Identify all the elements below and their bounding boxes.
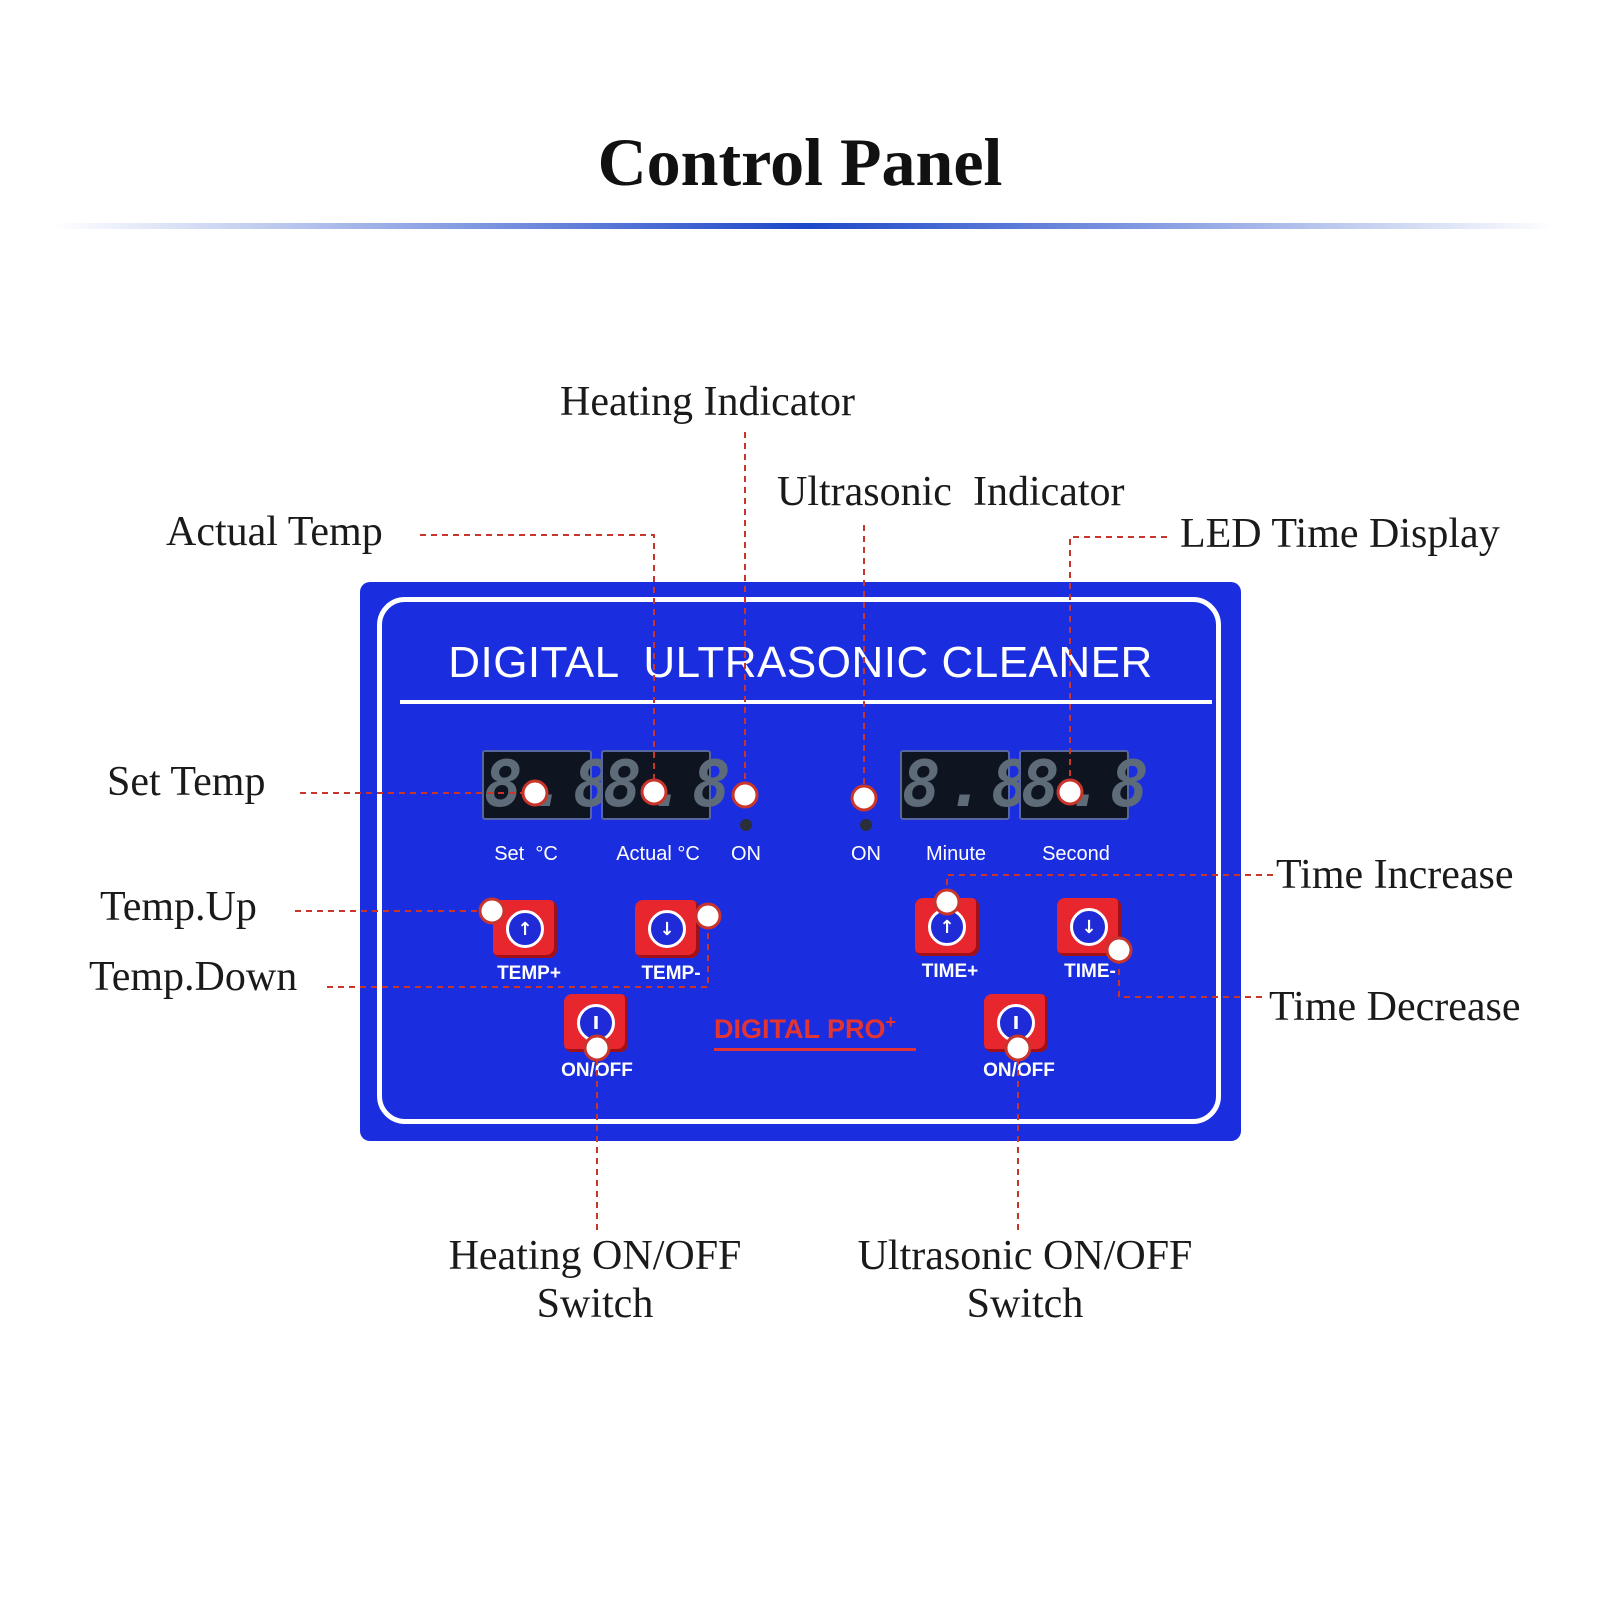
callout-heating-switch: Heating ON/OFF Switch bbox=[448, 1233, 742, 1328]
page-title: Control Panel bbox=[597, 124, 1003, 200]
minute-display: 8.8 bbox=[900, 748, 1036, 822]
second-display: 8.8 bbox=[1019, 748, 1155, 822]
time-up-label: TIME+ bbox=[921, 961, 979, 982]
actual-temp-display: 8.8 bbox=[601, 748, 737, 822]
arrow-up-icon: ↑ bbox=[928, 908, 966, 946]
callout-heating-indicator: Heating Indicator bbox=[560, 379, 856, 425]
callout-ultrasonic-indicator: Ultrasonic Indicator bbox=[777, 469, 1125, 515]
heating-on-label: ON bbox=[731, 843, 761, 865]
heating-onoff-label: ON/OFF bbox=[561, 1060, 633, 1081]
ultrasonic-indicator-led bbox=[860, 819, 872, 831]
set-temp-label: Set °C bbox=[494, 843, 558, 865]
callout-time-decrease: Time Decrease bbox=[1269, 984, 1521, 1030]
callout-temp-down: Temp.Down bbox=[89, 954, 298, 1000]
set-temp-display: 8.8 bbox=[482, 748, 618, 822]
arrow-down-icon: ↓ bbox=[648, 910, 686, 948]
heating-indicator-led bbox=[740, 819, 752, 831]
title-underline bbox=[55, 223, 1555, 229]
power-icon: I bbox=[577, 1004, 615, 1042]
callout-actual-temp: Actual Temp bbox=[166, 509, 383, 555]
arrow-up-icon: ↑ bbox=[506, 910, 544, 948]
callout-time-increase: Time Increase bbox=[1276, 852, 1514, 898]
time-down-button[interactable]: ↓ bbox=[1057, 898, 1121, 956]
callout-set-temp: Set Temp bbox=[107, 759, 266, 805]
time-up-button[interactable]: ↑ bbox=[915, 898, 979, 956]
second-label: Second bbox=[1042, 843, 1110, 865]
callout-ultrasonic-switch: Ultrasonic ON/OFF Switch bbox=[857, 1233, 1193, 1328]
panel-heading: DIGITAL ULTRASONIC CLEANER bbox=[448, 638, 1153, 687]
brand-logo: DIGITAL PRO+ bbox=[714, 1012, 896, 1045]
callout-temp-up: Temp.Up bbox=[100, 884, 257, 930]
heating-onoff-button[interactable]: I bbox=[564, 994, 628, 1052]
brand-underline bbox=[714, 1048, 916, 1051]
temp-down-label: TEMP- bbox=[641, 963, 701, 984]
power-icon: I bbox=[997, 1004, 1035, 1042]
brand-text: DIGITAL PRO bbox=[714, 1014, 886, 1044]
temp-up-button[interactable]: ↑ bbox=[493, 900, 557, 958]
callout-led-time-display: LED Time Display bbox=[1180, 511, 1500, 557]
brand-sup: + bbox=[885, 1012, 897, 1032]
panel-border bbox=[377, 597, 1221, 1124]
actual-temp-label: Actual °C bbox=[616, 843, 700, 865]
panel-heading-rule bbox=[400, 700, 1212, 704]
temp-up-label: TEMP+ bbox=[497, 963, 561, 984]
minute-label: Minute bbox=[925, 843, 987, 865]
ultrasonic-onoff-label: ON/OFF bbox=[983, 1060, 1055, 1081]
temp-down-button[interactable]: ↓ bbox=[635, 900, 699, 958]
ultrasonic-on-label: ON bbox=[851, 843, 881, 865]
time-down-label: TIME- bbox=[1064, 961, 1116, 982]
ultrasonic-onoff-button[interactable]: I bbox=[984, 994, 1048, 1052]
arrow-down-icon: ↓ bbox=[1070, 908, 1108, 946]
